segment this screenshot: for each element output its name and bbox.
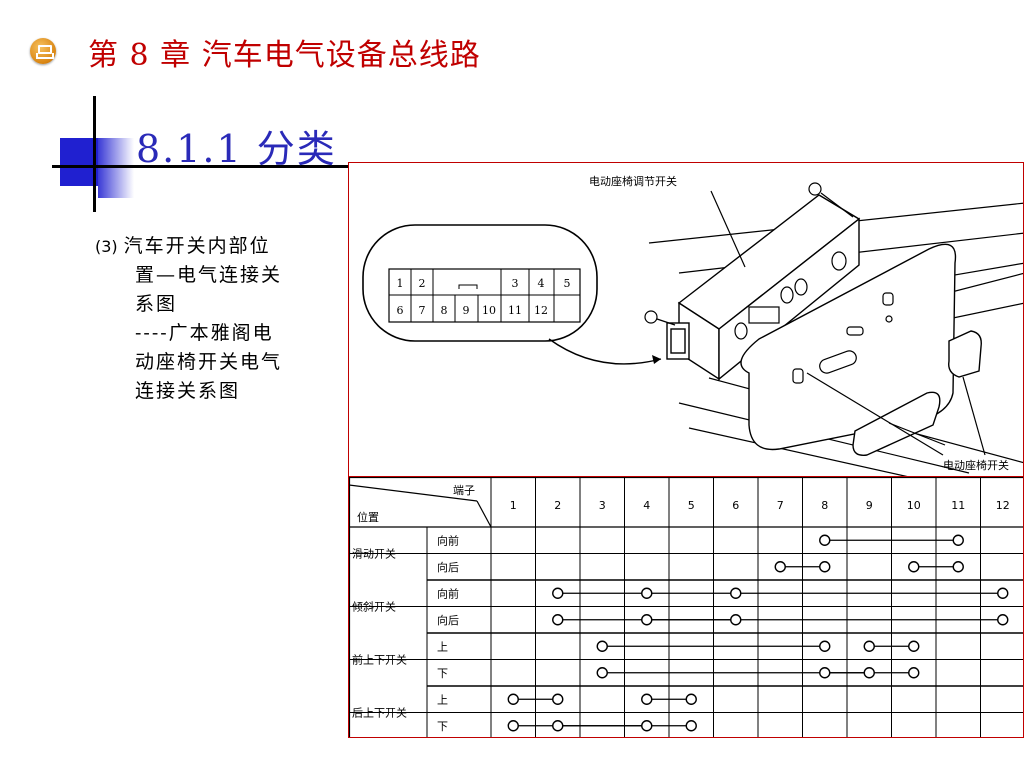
terminal-dot [596, 667, 608, 679]
connector-pin: 7 [419, 304, 426, 317]
connector-pin: 12 [534, 304, 548, 317]
description-line: 动座椅开关电气 [135, 351, 283, 373]
terminal-dot [641, 587, 653, 599]
terminal-dot [552, 693, 564, 705]
switch-assembly-label: 电动座椅调节开关 [589, 174, 677, 188]
terminal-dot [819, 640, 831, 652]
terminal-dot [908, 640, 920, 652]
section-title: 8.1.1 分类 [136, 127, 337, 171]
connector-pin: 10 [482, 304, 496, 317]
section-decoration-horizontal-line [52, 165, 388, 168]
seat-switch-label: 电动座椅开关 [943, 458, 1009, 472]
connector-pin: 11 [508, 304, 522, 317]
terminal-label: 11 [951, 499, 965, 512]
table-frame [349, 477, 1023, 737]
terminal-dot [863, 640, 875, 652]
section-decoration-vertical-line [93, 96, 96, 212]
section-decoration-gradient [98, 138, 134, 198]
terminal-dot [908, 667, 920, 679]
seat-switch-figure: 1 2 3 4 5 6 7 8 9 10 11 12 [348, 162, 1024, 738]
terminal-dot [641, 720, 653, 732]
connector-pin: 4 [538, 277, 545, 290]
terminal-label: 10 [907, 499, 921, 512]
terminal-label: 1 [510, 499, 517, 512]
terminal-dot [685, 693, 697, 705]
terminal-label: 5 [688, 499, 695, 512]
terminal-dot [863, 667, 875, 679]
section-decoration-square [60, 138, 98, 186]
terminal-dot [507, 720, 519, 732]
terminal-dot [596, 640, 608, 652]
terminal-dot [908, 561, 920, 573]
connector-pin: 9 [463, 304, 470, 317]
switch-position-label: 下 [437, 667, 448, 680]
terminal-label: 6 [732, 499, 739, 512]
chapter-icon [30, 38, 56, 64]
switch-position-label: 向后 [437, 613, 459, 627]
header-position-label: 位置 [357, 510, 379, 524]
terminal-dot [507, 693, 519, 705]
terminal-label: 4 [643, 499, 650, 512]
header-terminal-label: 端子 [453, 484, 475, 497]
terminal-dot [819, 561, 831, 573]
description-line: (3)汽车开关内部位 [95, 235, 271, 257]
figure-divider [349, 476, 1023, 477]
description-line: ----广本雅阁电 [135, 322, 274, 344]
switch-position-label: 向前 [437, 586, 459, 600]
connector-pin: 3 [512, 277, 519, 290]
switch-position-label: 向后 [437, 560, 459, 574]
terminal-dot [997, 614, 1009, 626]
switch-position-label: 向前 [437, 533, 459, 547]
switch-position-label: 上 [437, 693, 448, 706]
switch-position-label: 上 [437, 640, 448, 653]
terminal-dot [952, 534, 964, 546]
terminal-dot [552, 614, 564, 626]
terminal-dot [774, 561, 786, 573]
terminal-label: 9 [866, 499, 873, 512]
terminal-dot [685, 720, 697, 732]
terminal-dot [730, 587, 742, 599]
description-line: 置—电气连接关 [135, 264, 283, 286]
terminal-dot [819, 534, 831, 546]
terminal-dot [730, 614, 742, 626]
connector-pin: 6 [397, 304, 404, 317]
connector-pin: 2 [419, 277, 426, 290]
terminal-label: 2 [554, 499, 561, 512]
connector-pin: 8 [441, 304, 448, 317]
terminal-dot [997, 587, 1009, 599]
switch-position-label: 下 [437, 720, 448, 733]
header-diagonal [476, 500, 492, 528]
description-line: 系图 [135, 293, 178, 315]
terminal-label: 8 [821, 499, 828, 512]
terminal-label: 3 [599, 499, 606, 512]
terminal-dot [952, 561, 964, 573]
terminal-dot [552, 587, 564, 599]
terminal-dot [641, 614, 653, 626]
terminal-label: 12 [996, 499, 1010, 512]
connector-pin: 1 [397, 277, 404, 290]
header-diagonal [349, 484, 478, 502]
terminal-dot [819, 667, 831, 679]
description-line: 连接关系图 [135, 380, 241, 402]
connector-pin: 5 [564, 277, 571, 290]
switch-assembly-drawing: 1 2 3 4 5 6 7 8 9 10 11 12 [362, 174, 1023, 477]
terminal-dot [552, 720, 564, 732]
description-number: (3) [95, 237, 118, 256]
terminal-dot [641, 693, 653, 705]
terminal-label: 7 [777, 499, 784, 512]
description: (3)汽车开关内部位 置—电气连接关 系图 ----广本雅阁电 动座椅开关电气 … [95, 232, 330, 406]
chapter-title: 第 8 章 汽车电气设备总线路 [88, 38, 481, 73]
